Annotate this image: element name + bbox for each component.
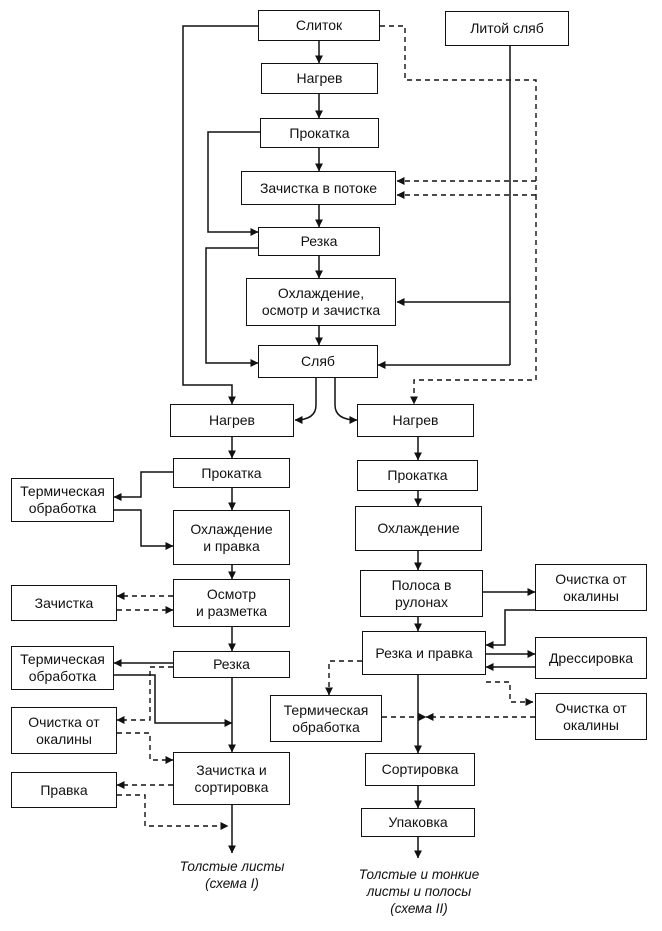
s1-inspection-marking-box: Осмотр и разметка [173,579,290,627]
slab-box: Сляб [258,345,378,378]
s1-straightening-box: Правка [11,772,117,808]
dashed-s1-descaling-sorting [117,732,174,764]
bypass-cutting-to-slab [205,247,260,367]
s2-coiled-strip-box: Полоса в рулонах [360,570,483,617]
s1-cutting-box: Резка [173,651,290,678]
arrow-slab-to-heating-1 [294,378,317,424]
arrow-slab-to-heating-2 [334,378,358,424]
dashed-s2-cut-descaling [486,681,534,706]
arrow-s1-heat-treatment-sorting [114,674,233,727]
cooling-inspection-box: Охлаждение, осмотр и зачистка [246,278,396,326]
s2-descaling-a-box: Очистка от окалины [535,564,647,611]
s1-cleaning-sorting-box: Зачистка и сортировка [173,752,290,805]
dashed-s1-straightening-output [117,794,229,830]
scheme1-caption: Толстые листы (схема I) [179,859,285,891]
s2-descaling-b-box: Очистка от окалины [535,693,647,740]
arrow-s1-heat-treatment-cooling [114,509,174,550]
s1-cooling-straightening-box: Охлаждение и правка [173,510,290,565]
s2-cooling-box: Охлаждение [355,506,482,551]
dashed-s1-cutting-descaling [116,666,173,724]
s2-heating-box: Нагрев [357,404,474,437]
s1-rolling-box: Прокатка [173,458,290,488]
s1-descaling-box: Очистка от окалины [11,707,117,754]
s1-heat-treatment-b-box: Термическая обработка [11,646,114,690]
scheme2-caption: Толстые и тонкие листы и полосы (схема I… [358,867,480,916]
heating-box: Нагрев [261,63,378,94]
arrow-ingot-to-heating-1 [182,25,258,405]
s2-heat-treatment-box: Термическая обработка [270,695,382,742]
s1-cleaning-box: Зачистка [11,585,117,621]
s2-rolling-box: Прокатка [357,460,478,491]
ingot-box: Слиток [258,10,380,41]
s2-packing-box: Упаковка [361,808,475,837]
dashed-ingot-to-cleaning-line [380,25,537,195]
dashed-to-heating-2 [410,195,537,405]
cast-slab-box: Литой сляб [445,11,569,46]
rolling-box: Прокатка [260,118,379,148]
s1-heat-treatment-box: Термическая обработка [11,478,114,522]
arrow-s1-rolling-heat-treatment [113,471,173,501]
s2-skin-pass-box: Дрессировка [535,637,647,679]
inline-cleaning-box: Зачистка в потоке [241,171,396,205]
arrow-s2-descaling-cut [485,609,535,649]
dashed-s2-cut-heat-treatment [325,660,362,696]
cutting-box: Резка [258,227,380,256]
s2-sorting-box: Сортировка [365,753,475,786]
s1-heating-box: Нагрев [170,404,294,437]
bypass-rolling-to-cutting [207,131,260,236]
s2-cut-straighten-box: Резка и правка [362,631,486,675]
